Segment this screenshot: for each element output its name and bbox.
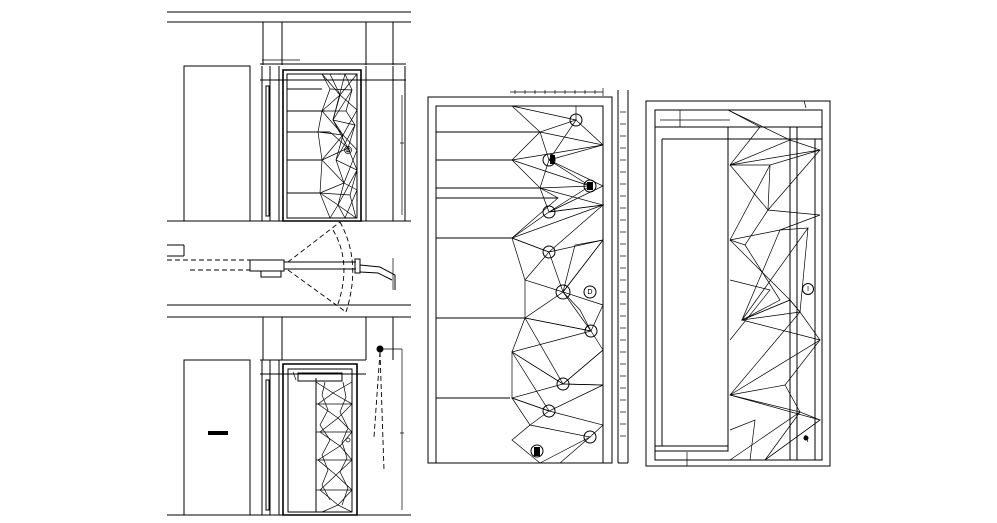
- center-marker: D: [584, 286, 596, 298]
- center-marker-label: D: [587, 288, 592, 296]
- door-leaf-detail: D: [428, 88, 628, 463]
- right-marker: I: [803, 284, 814, 295]
- front-elevation-bottom: [167, 305, 411, 515]
- front-elevation-top: [167, 12, 411, 221]
- plan-section: [167, 222, 395, 312]
- left-marker: B: [345, 147, 352, 154]
- left-marker-label: B: [347, 148, 350, 153]
- top-dimension-ticks: [515, 90, 595, 94]
- faceted-pattern-right: [728, 110, 820, 460]
- right-marker-label: I: [807, 285, 809, 293]
- faceted-pattern-bottom: [316, 382, 352, 512]
- faceted-pattern-center: [512, 106, 603, 463]
- side-dimension-ticks: [620, 112, 626, 436]
- faceted-pattern-top: [318, 74, 357, 218]
- door-frame-elevation: I: [646, 101, 830, 466]
